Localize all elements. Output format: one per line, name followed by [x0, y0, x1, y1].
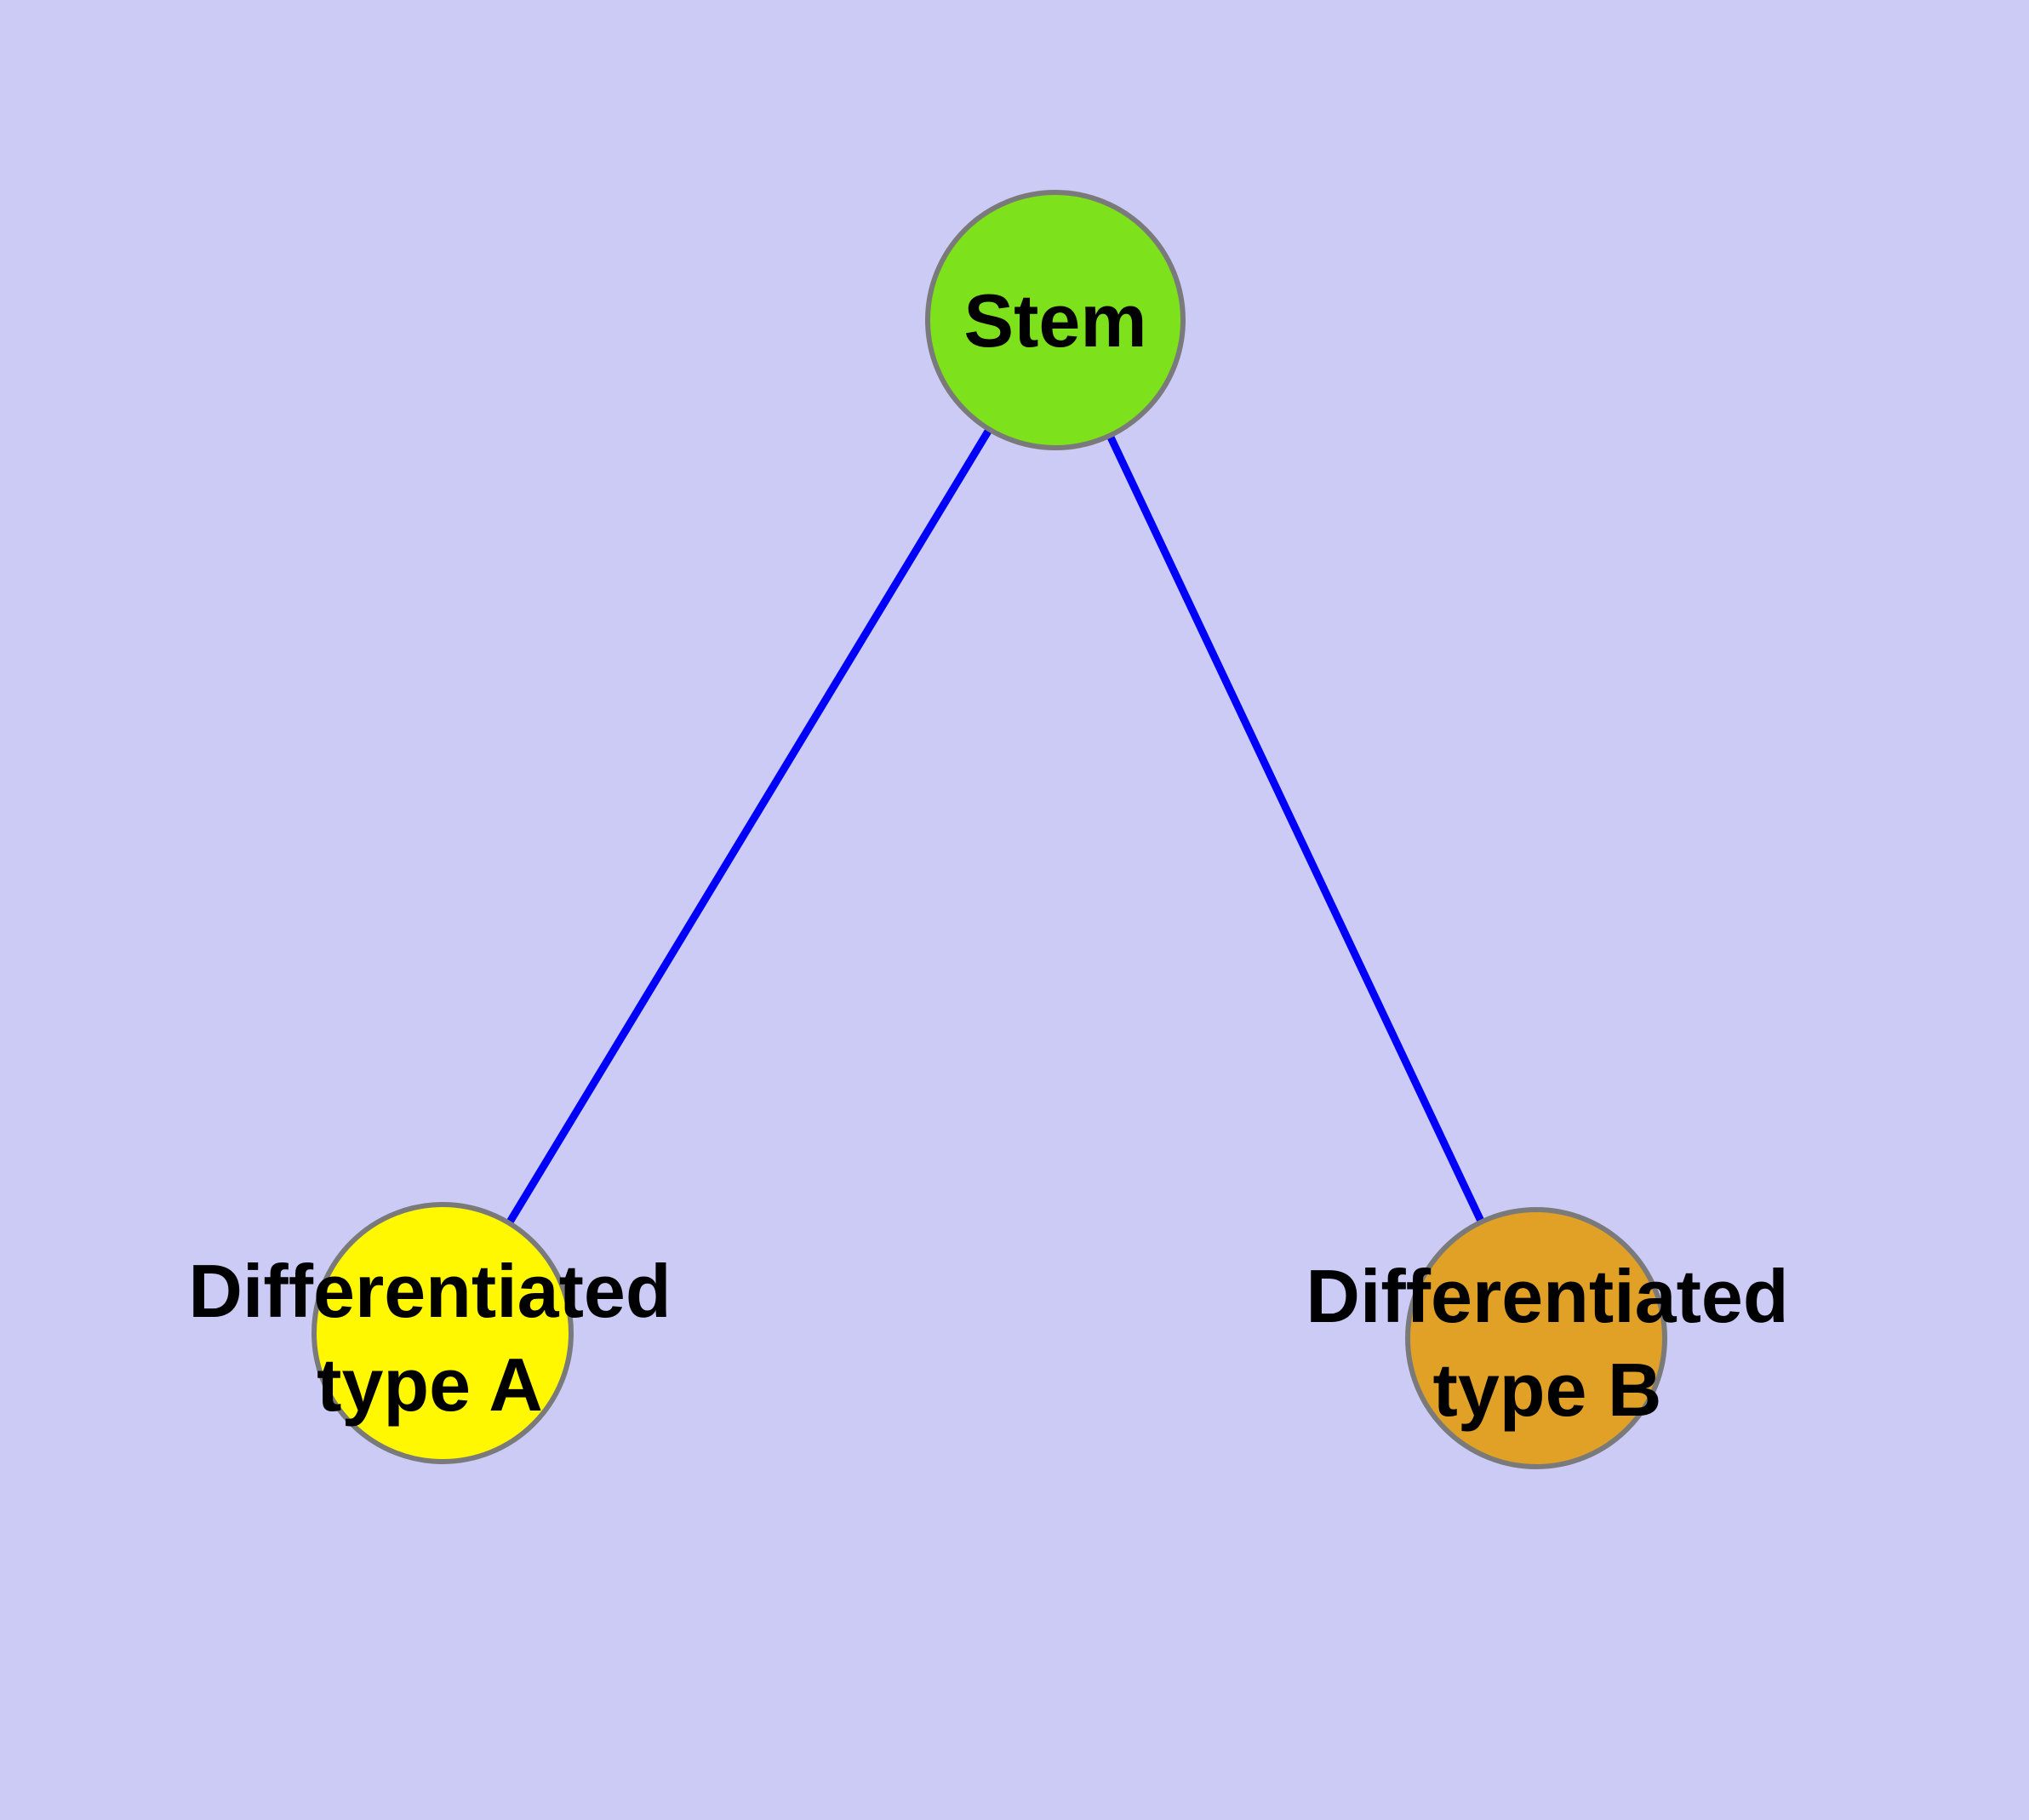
edge-stem-to-type-a — [439, 318, 1059, 1336]
type-b-node-label-line1: Differentiated — [1306, 1254, 1788, 1338]
type-a-node-label-line2: type A — [317, 1342, 543, 1427]
type-b-node-circle — [1405, 1207, 1667, 1469]
type-b-node-label-line2: type B — [1433, 1348, 1662, 1432]
stem-node-label: Stem — [963, 278, 1146, 363]
edge-stem-to-type-b — [1051, 318, 1540, 1340]
type-a-node-circle — [311, 1202, 574, 1464]
type-a-node-label-line1: Differentiated — [188, 1249, 671, 1333]
stem-node-circle — [925, 190, 1186, 450]
